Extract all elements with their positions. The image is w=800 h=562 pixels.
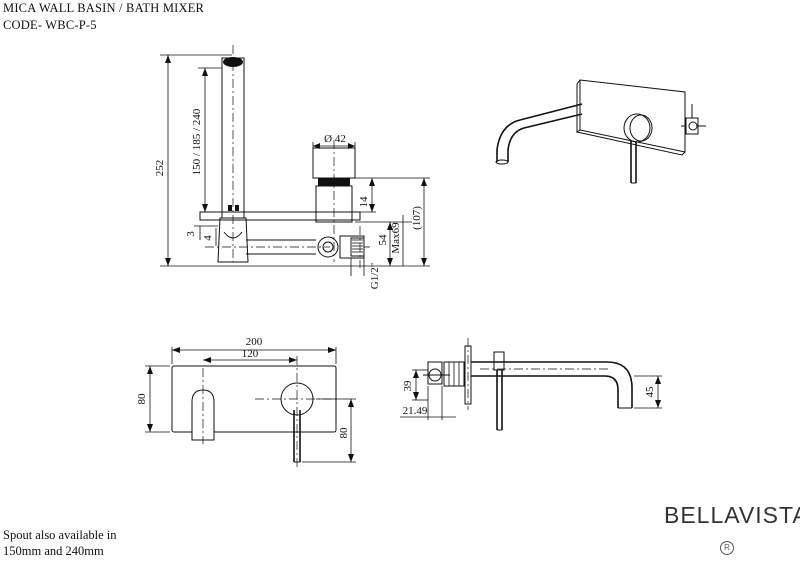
- wall-plate: [199, 211, 361, 221]
- top-view: 39 21.49 45: [400, 338, 662, 431]
- iso-spout: [496, 103, 583, 162]
- availability-note: Spout also available in 150mm and 240mm: [3, 527, 203, 559]
- brand-logo: BELLAVISTA: [664, 502, 800, 528]
- dim-centre-distance: 120: [242, 348, 259, 360]
- availability-note-line2: 150mm and 240mm: [3, 544, 104, 558]
- dim-handle-drop: 80: [338, 427, 350, 439]
- iso-handle-knob: [623, 113, 651, 143]
- dim-body-height: 39: [402, 380, 414, 392]
- dim-spout-height: 150 / 185 / 240: [191, 108, 203, 175]
- top-valve: [428, 368, 442, 382]
- dim-max-depth: Max69: [390, 222, 402, 254]
- dim-overall-depth: (107): [411, 206, 423, 230]
- dim-plate-gap: 3: [185, 231, 197, 237]
- iso-valve: [685, 117, 699, 135]
- front-view: 200 120 80 80: [136, 336, 356, 468]
- dim-handle-diameter: Ø 42: [324, 133, 346, 145]
- product-code: CODE- WBC-P-5: [3, 18, 97, 32]
- dim-total-height: 252: [154, 160, 166, 177]
- dim-plate-width: 200: [246, 336, 263, 348]
- dim-body-depth: 54: [377, 234, 389, 246]
- dim-thread: G1/2": [369, 263, 381, 290]
- valve-body: [317, 236, 339, 258]
- dim-handle-cap: 14: [358, 196, 370, 208]
- dim-spout-drop: 45: [644, 386, 656, 398]
- dim-body-width: 21.49: [403, 405, 428, 417]
- side-view: 252 150 / 185 / 240 3 4 Ø 42 14: [154, 45, 430, 289]
- dim-plate-height: 80: [136, 393, 148, 405]
- availability-note-line1: Spout also available in: [3, 528, 117, 542]
- isometric-view: [495, 79, 706, 184]
- product-title: MICA WALL BASIN / BATH MIXER: [3, 1, 205, 15]
- top-spout: [471, 361, 633, 408]
- dim-plate-offset: 4: [202, 235, 214, 241]
- registered-mark: R: [720, 541, 734, 555]
